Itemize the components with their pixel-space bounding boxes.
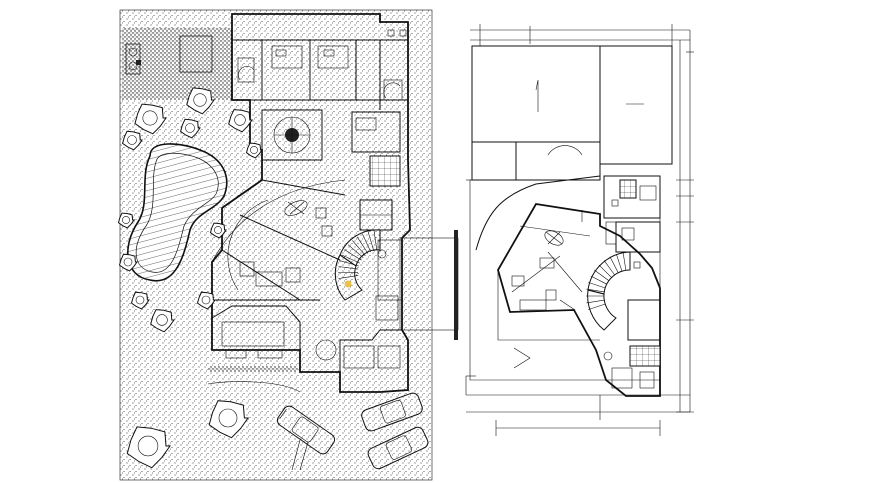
upper-living	[511, 225, 591, 311]
bedroom-wing	[232, 39, 408, 110]
service-rooms	[603, 175, 661, 367]
tree-icon	[134, 103, 167, 135]
tree-icon	[180, 118, 201, 139]
tree-icon	[196, 291, 216, 310]
planter-icon	[125, 43, 141, 75]
floor-slab	[497, 203, 661, 397]
tree-icon	[186, 87, 215, 115]
lower-wing	[211, 299, 402, 372]
bath-block	[351, 111, 401, 231]
ground-floor-site-plan	[117, 9, 459, 481]
tree-icon	[209, 222, 227, 239]
sofa-set	[239, 207, 333, 287]
tree-cluster	[117, 87, 263, 469]
dining-table-icon	[284, 200, 308, 216]
plan-outline	[469, 179, 661, 381]
roof-outline	[471, 45, 673, 181]
tree-icon	[130, 291, 150, 310]
pool-icon	[127, 143, 228, 282]
tree-icon	[126, 426, 171, 469]
dimension-lines	[465, 24, 694, 436]
tree-icon	[122, 130, 143, 151]
tree-icon	[118, 253, 138, 272]
upper-floor-plan	[465, 24, 694, 436]
north-arrow-icon	[136, 29, 407, 65]
car-icon	[276, 392, 429, 470]
stair-icon	[586, 251, 631, 331]
tree-icon	[245, 142, 263, 159]
lower-bath	[603, 351, 655, 397]
courtyard	[261, 109, 323, 161]
tree-icon	[208, 400, 249, 439]
tree-icon	[228, 109, 253, 133]
tree-icon	[117, 212, 135, 229]
section-markers	[513, 199, 641, 369]
tree-icon	[150, 309, 175, 333]
living-room	[211, 179, 346, 301]
